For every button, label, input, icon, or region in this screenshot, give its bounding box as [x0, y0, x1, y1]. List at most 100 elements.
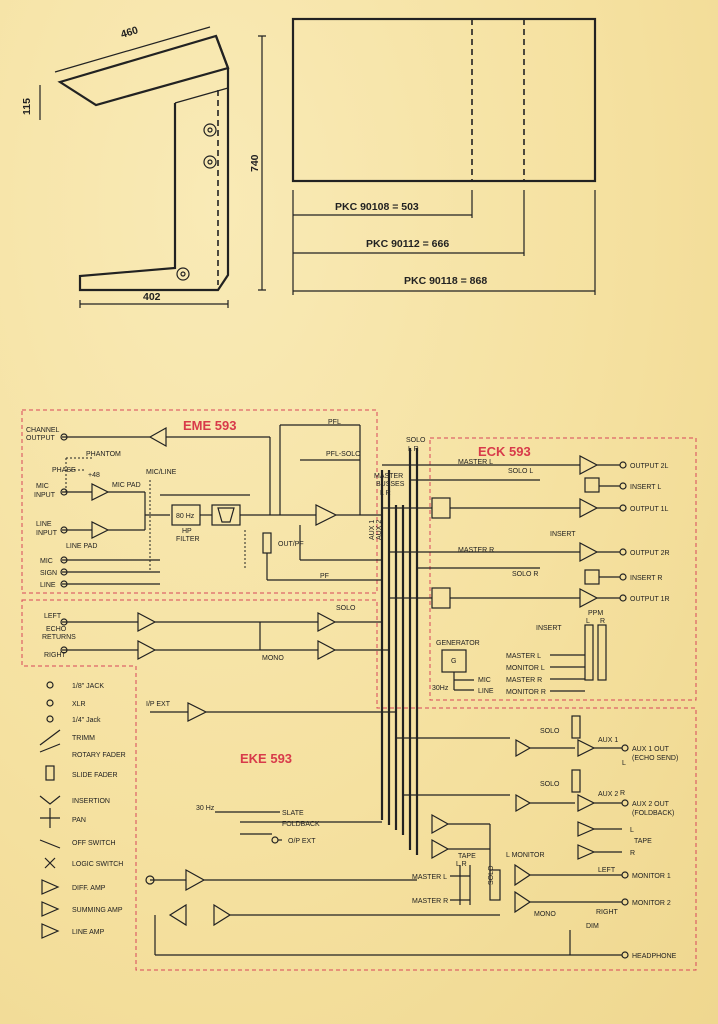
mic-pad-label: MIC PAD	[112, 482, 141, 489]
generator-line-label: LINE	[478, 688, 494, 695]
echo-left-label: LEFT	[44, 613, 62, 620]
pfl-label: PFL	[328, 419, 341, 426]
eke-master-r-label: MASTER R	[412, 898, 448, 905]
eke-tape-label: TAPE	[458, 853, 476, 860]
dim-label: DIM	[586, 923, 599, 930]
meter-monitor-l-label: MONITOR L	[506, 665, 545, 672]
eck-module-box	[429, 437, 697, 701]
tape-r-label: R	[630, 850, 635, 857]
pkc-label-868: PKC 90118 = 868	[404, 275, 487, 287]
plus48-label: +48	[88, 472, 100, 479]
eck-output-1r-label: OUTPUT 1R	[630, 596, 670, 603]
bus-solo-lr-label: L R	[408, 446, 419, 453]
dim-top-width: 460	[119, 24, 139, 41]
dim-front-height: 115	[21, 98, 33, 115]
tape-label: TAPE	[634, 838, 652, 845]
eck-insert-l-label: INSERT L	[630, 484, 661, 491]
meter-monitor-r-label: MONITOR R	[506, 689, 546, 696]
generator-30hz-label: 30Hz	[432, 685, 449, 692]
eke-mono-label: MONO	[534, 911, 556, 918]
monitor2-label: MONITOR 2	[632, 900, 671, 907]
legend-insertion: INSERTION	[72, 798, 110, 805]
eke-module-box	[21, 599, 697, 971]
ppm-r-label: R	[600, 618, 605, 625]
ip-ext-label: I/P EXT	[146, 701, 171, 708]
eke-module-title: EKE 593	[240, 751, 292, 766]
ppm-l-label: L	[586, 618, 590, 625]
legend-off-switch: OFF SWITCH	[72, 840, 116, 847]
eck-output-2l-label: OUTPUT 2L	[630, 463, 668, 470]
mic-input-label-1: MIC	[36, 483, 49, 490]
line-out-label: LINE	[40, 582, 56, 589]
eke-master-l-label: MASTER L	[412, 874, 447, 881]
bus-busses-label: BUSSES	[376, 481, 405, 488]
bus-aux1-label: AUX 1	[369, 520, 376, 540]
slate-label: SLATE	[282, 810, 304, 817]
op-ext-label: O/P EXT	[288, 838, 316, 845]
line-input-label-2: INPUT	[36, 530, 58, 537]
sign-label: SIGN	[40, 570, 57, 577]
legend-rotary-fader: ROTARY FADER	[72, 752, 126, 759]
bus-master-label: MASTER	[374, 473, 403, 480]
hz80-label: 80 Hz	[176, 513, 195, 520]
legend-slide-fader: SLIDE FADER	[72, 772, 118, 779]
eck-insert-r-label: INSERT R	[630, 575, 662, 582]
eme-channel-wiring	[62, 424, 382, 585]
eke-solo-2-label: SOLO	[540, 781, 560, 788]
aux2-r-label: R	[620, 790, 625, 797]
eck-solo-l-label: SOLO L	[508, 468, 533, 475]
meter-master-r-label: MASTER R	[506, 677, 542, 684]
legend-jack-14: 1/4" Jack	[72, 717, 101, 724]
aux2-out-label-2: (FOLDBACK)	[632, 810, 674, 817]
out-pf-label: OUT/PF	[278, 541, 304, 548]
eck-master-l-label: MASTER L	[458, 459, 493, 466]
eck-master-r-label: MASTER R	[458, 547, 494, 554]
aux2-out-label-1: AUX 2 OUT	[632, 801, 670, 808]
pfl-solo-label: PFL-SOLO	[326, 451, 361, 458]
monitor-right-label: RIGHT	[596, 909, 619, 916]
mic-out-label: MIC	[40, 558, 53, 565]
generator-label: GENERATOR	[436, 640, 480, 647]
phase-label: PHASE	[52, 467, 76, 474]
eke-solo-vertical-label: SOLO	[488, 865, 495, 885]
echo-returns-wiring	[60, 612, 389, 660]
channel-output-label-2: OUTPUT	[26, 435, 56, 442]
eke-aux1-label: AUX 1	[598, 737, 618, 744]
eme-jacks	[60, 433, 68, 588]
eke-aux2-label: AUX 2	[598, 791, 618, 798]
aux1-out-label-1: AUX 1 OUT	[632, 746, 670, 753]
aux1-out-label-2: (ECHO SEND)	[632, 755, 678, 762]
hp-filter-label-1: HP	[182, 528, 192, 535]
legend-diff-amp: DIFF. AMP	[72, 885, 106, 892]
eck-insert-a-label: INSERT	[550, 531, 576, 538]
line-pad-label: LINE PAD	[66, 543, 97, 550]
dim-side-height: 740	[249, 154, 261, 172]
legend-pan: PAN	[72, 817, 86, 824]
l-monitor-label: L MONITOR	[506, 852, 545, 859]
mic-input-label-2: INPUT	[34, 492, 56, 499]
legend-jack-18: 1/8" JACK	[72, 683, 104, 690]
bus-aux2-label: AUX 2	[376, 520, 383, 540]
pf-label: PF	[320, 573, 329, 580]
generator-g-label: G	[451, 658, 456, 665]
echo-right-label: RIGHT	[44, 652, 67, 659]
line-input-label-1: LINE	[36, 521, 52, 528]
eme-module-title: EME 593	[183, 418, 236, 433]
dim-base-depth: 402	[143, 291, 161, 303]
echo-solo-label: SOLO	[336, 605, 356, 612]
legend-summing-amp: SUMMING AMP	[72, 907, 123, 914]
echo-returns-label-1: ECHO	[46, 626, 67, 633]
headphone-label: HEADPHONE	[632, 953, 677, 960]
bus-lines	[380, 448, 419, 855]
bus-master-lr-label: L R	[380, 490, 391, 497]
eke-tape-lr-label: L R	[456, 861, 467, 868]
eck-output-1l-label: OUTPUT 1L	[630, 506, 668, 513]
foldback-label: FOLDBACK	[282, 821, 320, 828]
pkc-label-503: PKC 90108 = 503	[335, 201, 419, 213]
eke-solo-1-label: SOLO	[540, 728, 560, 735]
bus-solo-label: SOLO	[406, 437, 426, 444]
monitor-left-label: LEFT	[598, 867, 616, 874]
eck-wiring	[382, 455, 627, 692]
